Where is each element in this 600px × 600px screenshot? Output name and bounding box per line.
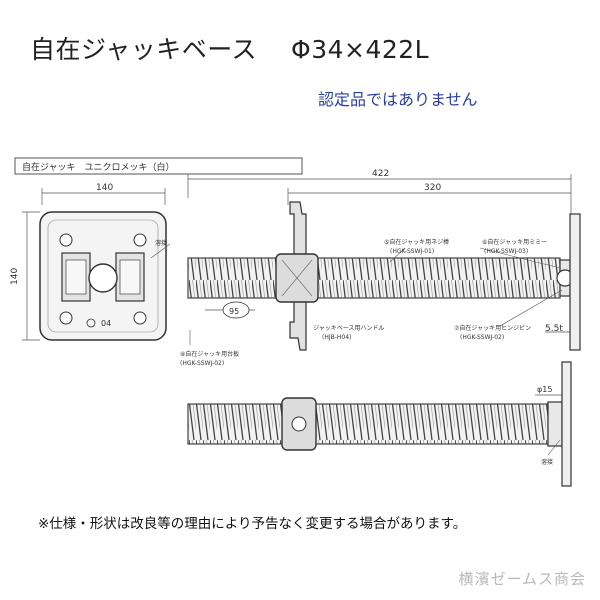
part-label-1: ⑤自在ジャッキ用ネジ棒 <box>384 238 449 246</box>
part-code-4: (HJB-H04) <box>322 334 351 341</box>
part-code-1: (HGK-SSWJ-01) <box>390 248 434 255</box>
dimension-plate-height: 140 <box>10 268 20 285</box>
drawing-title-block: 自在ジャッキ ユニクロメッキ（白） <box>14 157 303 175</box>
part-label-5: ⑧自在ジャッキ用台板 <box>180 350 239 358</box>
certification-note: 認定品ではありません <box>318 90 478 109</box>
plate-mark: 04 <box>101 319 111 328</box>
lower-weld-label: 溶接 <box>541 458 553 466</box>
disclaimer-note: ※仕様・形状は改良等の理由により予告なく変更する場合があります。 <box>38 516 467 532</box>
dimension-screw-length: 320 <box>424 183 441 193</box>
drawing-title-text: 自在ジャッキ ユニクロメッキ（白） <box>22 161 175 173</box>
part-code-5: (HGK-SSWJ-02) <box>180 360 224 367</box>
part-labels: ⑤自在ジャッキ用ネジ棒 (HGK-SSWJ-01) ⑥自在ジャッキ用ミミー (H… <box>180 238 563 367</box>
product-name: 自在ジャッキベース <box>30 35 258 64</box>
part-label-3: ⑦自在ジャッキ用ヒンジピン <box>454 324 531 332</box>
product-spec: Φ34×422L <box>291 35 430 64</box>
part-label-4: ジャッキベース用ハンドル <box>313 325 384 332</box>
dimension-pin-diameter: φ15 <box>537 385 552 394</box>
part-code-3: (HGK-SSWJ-02) <box>460 334 504 341</box>
watermark-text: 横濱ゼームス商会 <box>458 570 586 588</box>
dimension-plate-width: 140 <box>96 183 113 193</box>
dimension-total-length: 422 <box>372 169 389 179</box>
page-title: 自在ジャッキベース Φ34×422L <box>30 30 429 66</box>
dimension-handle-offset: 95 <box>229 307 239 316</box>
screw-rod-side-view <box>187 201 581 351</box>
part-label-2: ⑥自在ジャッキ用ミミー <box>482 238 547 246</box>
dimension-plate-thickness: 5.5t <box>545 324 563 334</box>
base-plate-front-view: 04 溶接 <box>39 211 171 341</box>
handle-offset-callout: 95 <box>222 301 250 319</box>
part-code-2: (HGK-SSWJ-03) <box>484 248 528 255</box>
plate-weld-label: 溶接 <box>155 239 167 247</box>
screw-rod-lower-view <box>187 361 572 487</box>
